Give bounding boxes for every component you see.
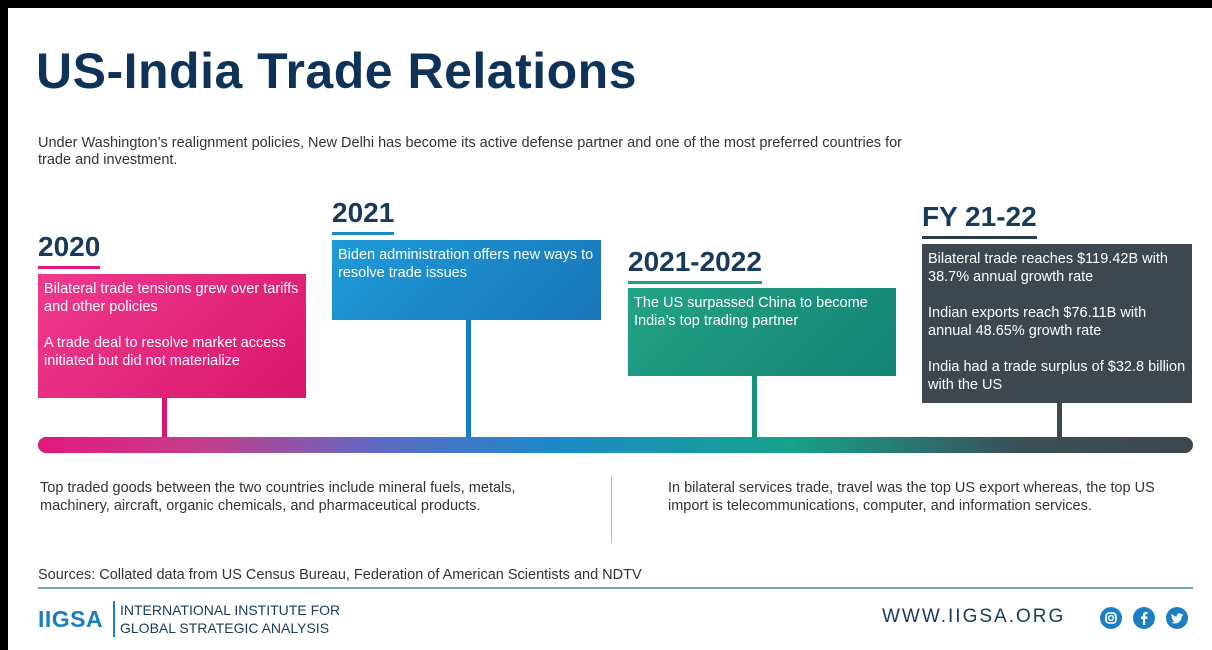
- institute-name-line-2: GLOBAL STRATEGIC ANALYSIS: [120, 620, 330, 636]
- event-2020-text-2: A trade deal to resolve market access in…: [44, 335, 286, 369]
- services-note: In bilateral services trade, travel was …: [668, 480, 1155, 514]
- iigsa-logo: IIGSA: [38, 606, 104, 632]
- sources-text: Sources: Collated data from US Census Bu…: [38, 567, 642, 583]
- institute-name: INTERNATIONAL INSTITUTE FOR GLOBAL STRAT…: [113, 601, 340, 637]
- website-link[interactable]: WWW.IIGSA.ORG: [882, 606, 1066, 627]
- event-fy21-22-box: Bilateral trade reaches $119.42B with 38…: [922, 244, 1192, 403]
- timeline-bar: [38, 437, 1193, 453]
- year-2021-2022-heading: 2021-2022: [628, 246, 762, 284]
- footer-divider: [38, 587, 1193, 589]
- instagram-icon[interactable]: [1100, 607, 1122, 629]
- event-fy21-22-connector: [1057, 403, 1062, 438]
- event-fy21-22-text-2: Indian exports reach $76.11B with annual…: [928, 305, 1147, 339]
- event-2020-text-1: Bilateral trade tensions grew over tarif…: [44, 281, 299, 315]
- event-2021-connector: [466, 320, 471, 438]
- year-fy21-22-heading: FY 21-22: [922, 201, 1037, 239]
- intro-text: Under Washington’s realignment policies,…: [38, 135, 903, 168]
- institute-name-line-1: INTERNATIONAL INSTITUTE FOR: [120, 602, 341, 618]
- event-2020-connector: [162, 398, 167, 438]
- event-fy21-22-text-1: Bilateral trade reaches $119.42B with 38…: [928, 251, 1168, 285]
- event-2020-box: Bilateral trade tensions grew over tarif…: [38, 274, 306, 398]
- event-2021-2022-box: The US surpassed China to become India’s…: [628, 288, 896, 376]
- year-2021-heading: 2021: [332, 197, 395, 235]
- year-2020-heading: 2020: [38, 231, 101, 269]
- event-2021-box: Biden administration offers new ways to …: [332, 240, 601, 320]
- notes-divider: [611, 475, 612, 543]
- event-2021-text-1: Biden administration offers new ways to …: [338, 247, 594, 281]
- event-2021-2022-text-1: The US surpassed China to become India’s…: [634, 295, 868, 329]
- twitter-icon[interactable]: [1166, 607, 1188, 629]
- facebook-icon[interactable]: [1133, 607, 1155, 629]
- event-fy21-22-text-3: India had a trade surplus of $32.8 billi…: [928, 359, 1186, 393]
- event-2021-2022-connector: [752, 376, 757, 438]
- goods-note: Top traded goods between the two countri…: [40, 480, 516, 514]
- page-title: US-India Trade Relations: [36, 43, 638, 99]
